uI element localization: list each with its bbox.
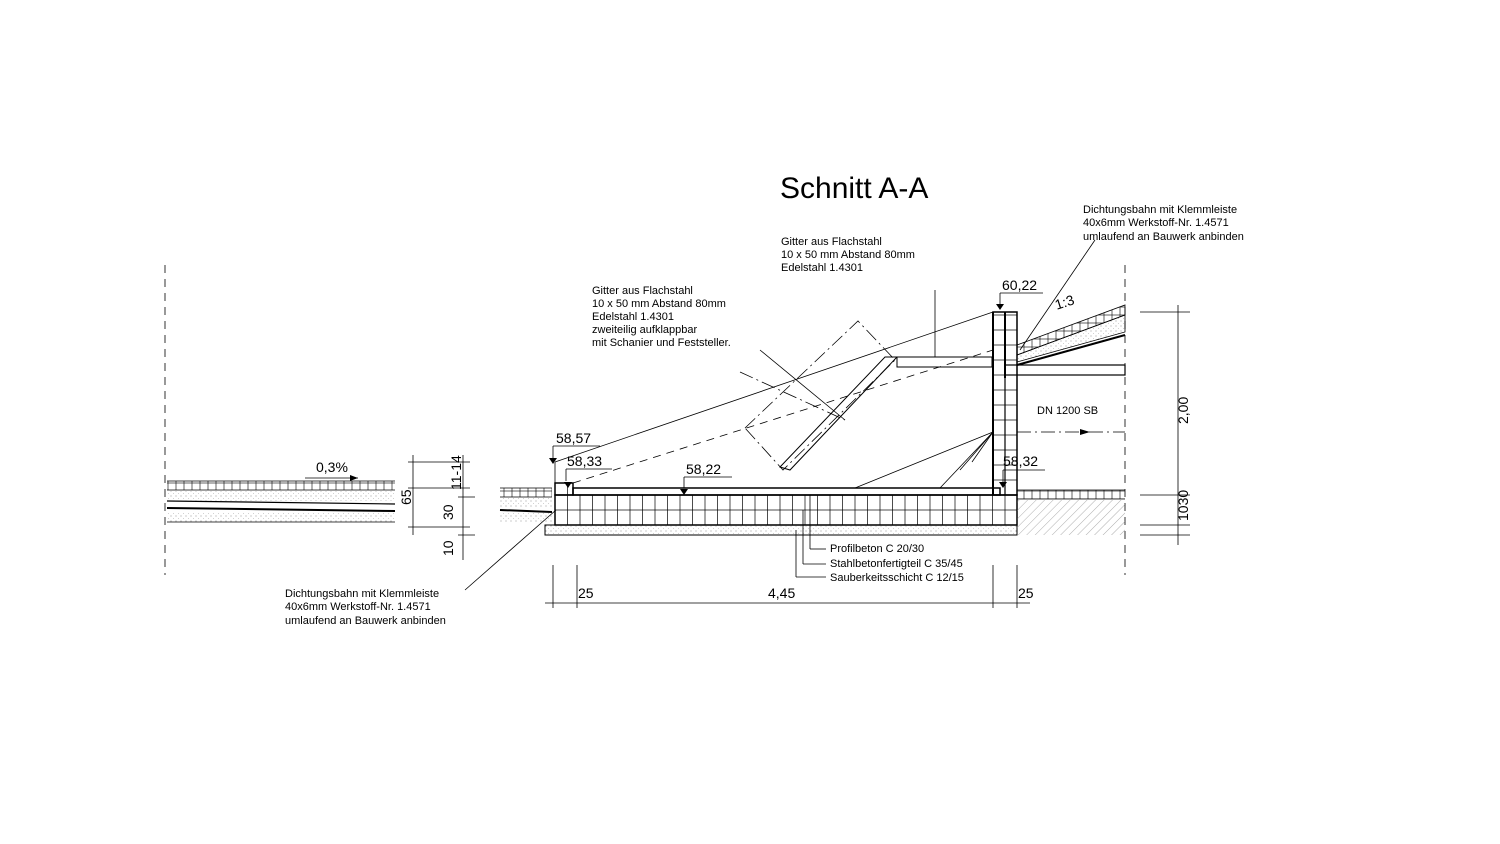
- dim-30: 30: [440, 504, 456, 520]
- note-gitter-top-1: 10 x 50 mm Abstand 80mm: [781, 249, 915, 261]
- level-marker-top-right: [996, 292, 1043, 310]
- layer-label-0: Profilbeton C 20/30: [830, 543, 924, 555]
- dim-1030: 1030: [1175, 490, 1191, 521]
- level-left-top: 58,57: [556, 430, 591, 446]
- bottom-dimension-chain: [545, 565, 1030, 608]
- note-gitter-left-2: Edelstahl 1.4301: [592, 311, 674, 323]
- slope-label-left: 0,3%: [316, 459, 348, 475]
- dim-25-right: 25: [1018, 585, 1034, 601]
- right-dimension-chain: [1140, 305, 1190, 545]
- note-dichtung-bottom-2: umlaufend an Bauwerk anbinden: [285, 615, 446, 627]
- right-ground-hatch: [1017, 500, 1125, 535]
- level-right-inner: 58,32: [1003, 453, 1038, 469]
- note-gitter-left-4: mit Schanier und Feststeller.: [592, 337, 731, 349]
- level-marker-right-inner: [999, 469, 1045, 488]
- level-marker-left-inner: [564, 468, 612, 488]
- level-center: 58,22: [686, 461, 721, 477]
- note-dichtung-bottom-0: Dichtungsbahn mit Klemmleiste: [285, 588, 439, 600]
- grating-dashed-line: [572, 349, 994, 484]
- dim-10: 10: [440, 540, 456, 556]
- slope-arrowhead-left: [350, 475, 358, 481]
- level-left-inner: 58,33: [567, 453, 602, 469]
- level-marker-left-top: [549, 445, 600, 464]
- pipe-flow-arrow: [1080, 429, 1090, 435]
- drawing-title: Schnitt A-A: [780, 172, 928, 205]
- shaft-structure: [544, 311, 1018, 536]
- right-pave-layer: [1017, 489, 1125, 500]
- note-gitter-left-1: 10 x 50 mm Abstand 80mm: [592, 298, 726, 310]
- layer-label-2: Sauberkeitsschicht C 12/15: [830, 572, 964, 584]
- slope-label-right: 1:3: [1053, 291, 1077, 312]
- right-inner-struts: [854, 431, 994, 489]
- note-dichtung-top-0: Dichtungsbahn mit Klemmleiste: [1083, 204, 1237, 216]
- note-gitter-top-2: Edelstahl 1.4301: [781, 262, 863, 274]
- dim-4-45: 4,45: [768, 585, 795, 601]
- note-dichtung-top-2: umlaufend an Bauwerk anbinden: [1083, 231, 1244, 243]
- level-marker-center: [680, 476, 732, 495]
- note-gitter-top-0: Gitter aus Flachstahl: [781, 236, 882, 248]
- left-road-layers: [166, 480, 396, 523]
- left-stub-layers: [499, 487, 553, 522]
- leader-dichtung-bottom: [464, 509, 557, 591]
- dim-2-00: 2,00: [1175, 397, 1191, 424]
- layer-label-1: Stahlbetonfertigteil C 35/45: [830, 558, 963, 570]
- level-top-right: 60,22: [1002, 277, 1037, 293]
- left-dimension-chain: [408, 455, 475, 560]
- right-slope-layers: [1004, 304, 1126, 376]
- note-gitter-left-0: Gitter aus Flachstahl: [592, 285, 693, 297]
- grating-panel: [739, 320, 993, 471]
- leader-dichtung-top: [1019, 239, 1096, 351]
- note-dichtung-top-1: 40x6mm Werkstoff-Nr. 1.4571: [1083, 217, 1229, 229]
- dim-65: 65: [398, 489, 414, 505]
- leader-gitter-left: [759, 349, 846, 421]
- dim-11-14: 11-14: [448, 455, 464, 490]
- grating-outline-top: [554, 311, 994, 463]
- pipe-label: DN 1200 SB: [1037, 405, 1098, 417]
- note-gitter-left-3: zweiteilig aufklappbar: [592, 324, 698, 336]
- layer-leaders: [795, 495, 826, 578]
- note-dichtung-bottom-1: 40x6mm Werkstoff-Nr. 1.4571: [285, 601, 431, 613]
- dim-25-left: 25: [578, 585, 594, 601]
